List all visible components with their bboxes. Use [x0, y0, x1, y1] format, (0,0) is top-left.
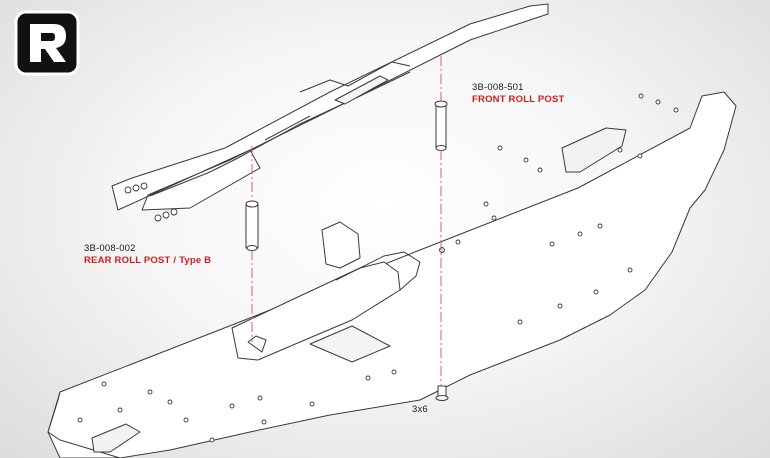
rear-roll-post-callout: 3B-008-002 REAR ROLL POST / Type B	[84, 243, 211, 267]
front-roll-post-label: FRONT ROLL POST	[472, 94, 565, 105]
front-roll-post-part-number: 3B-008-501	[472, 82, 524, 93]
rear-roll-post-label: REAR ROLL POST / Type B	[84, 255, 212, 266]
r-logo-icon	[12, 8, 82, 78]
top-deck	[111, 3, 549, 211]
rear-roll-post-part-number: 3B-008-002	[84, 243, 136, 254]
rear-roll-post	[245, 203, 259, 249]
front-roll-post-callout: 3B-008-501 FRONT ROLL POST	[472, 82, 565, 106]
screw-size-label: 3x6	[412, 404, 428, 415]
screw	[437, 385, 447, 397]
front-roll-post	[435, 103, 447, 149]
